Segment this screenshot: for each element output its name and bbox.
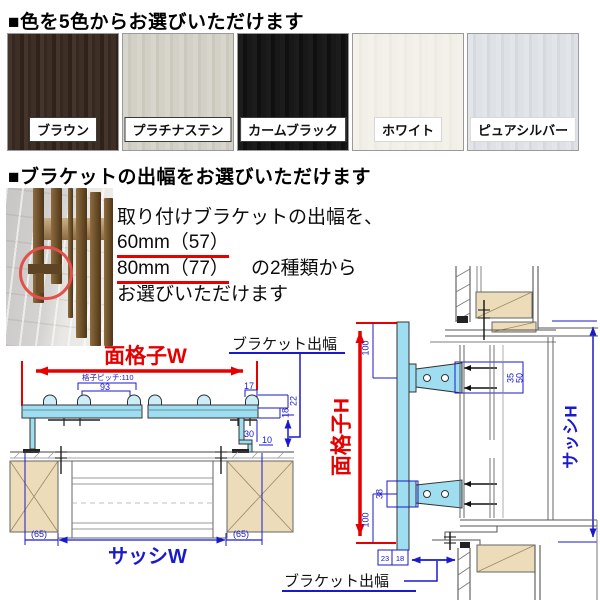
dim-30: 30 [244, 429, 254, 439]
swatch-white-label: ホワイト [373, 117, 443, 142]
red-circle-highlight [19, 246, 73, 300]
swatch-calm-black[interactable]: カームブラック [237, 33, 349, 151]
grille-height-title: 面格子H [330, 398, 354, 476]
dim-65-right: (65) [233, 529, 249, 539]
wall-face-lines [10, 451, 294, 459]
bracket-option-60-text: 60mm（57） [117, 227, 229, 258]
dim-22: 22 [288, 396, 298, 406]
sash-plan-section [9, 446, 294, 539]
grille-width-title: 面格子W [104, 344, 187, 368]
photo-grille-bar [33, 188, 44, 303]
dim-100-top: 100 [360, 340, 370, 355]
swatch-calm-black-label: カームブラック [240, 117, 346, 142]
swatch-platinum-stain[interactable]: プラチナステン [122, 33, 234, 151]
bracket-photo [6, 188, 113, 346]
color-swatch-row: ブラウン プラチナステン カームブラック ホワイト ピュアシルバー [7, 33, 579, 151]
sash-width-title: サッシW [108, 546, 187, 568]
lower-bracket [408, 479, 497, 509]
photo-grille-rail [36, 218, 113, 240]
bracket-intro-text: 取り付けブラケットの出幅を、 [117, 207, 384, 228]
bracket-option-60: 60mm（57） [117, 227, 229, 258]
dim-18-right: 18 [396, 554, 404, 563]
photo-grille-bar [104, 198, 113, 346]
upper-bracket [408, 362, 497, 394]
swatch-brown[interactable]: ブラウン [7, 33, 119, 151]
colors-section-heading: ■色を5色からお選びいただけます [8, 12, 305, 33]
bracket-section-heading: ■ブラケットの出幅をお選びいただけます [8, 167, 371, 188]
wall-structure-bottom [432, 519, 598, 600]
bracket-option-80: 80mm（77） の2種類から [117, 253, 357, 284]
bracket-suffix-text: の2種類から [250, 258, 357, 279]
swatch-pure-silver-label: ピュアシルバー [469, 117, 577, 142]
swatch-white[interactable]: ホワイト [352, 33, 464, 151]
dim-23: 23 [381, 554, 389, 563]
dim-18: 18 [280, 408, 290, 418]
dim-35: 35 [505, 373, 515, 383]
dim-93: 93 [100, 382, 110, 392]
swatch-pure-silver[interactable]: ピュアシルバー [467, 33, 579, 151]
installation-diagram: 面格子W 格子ピッチ:110 93 17 [9, 266, 598, 600]
bracket-depth-label-bottom: ブラケット出幅 [284, 572, 389, 590]
sash-width-dimension: (65) (65) サッシW [24, 453, 263, 568]
bracket-depth-label-top: ブラケット出幅 [232, 335, 337, 353]
bracket-outro-text: お選びいただけます [117, 284, 289, 305]
photo-grille-bar [76, 188, 87, 338]
dim-50: 50 [514, 373, 524, 383]
dim-17: 17 [244, 381, 254, 391]
plan-view-drawing: 面格子W 格子ピッチ:110 93 17 [9, 335, 345, 568]
photo-grille-bar [90, 192, 101, 346]
photo-grille-bar [68, 188, 73, 318]
mount-bracket-section [23, 417, 253, 453]
bracket-option-80-text: 80mm（77） [117, 253, 229, 284]
pitch-dimension-label: 格子ピッチ:110 [82, 372, 134, 382]
vertical-section-drawing: 面格子H 35 50 [282, 266, 598, 600]
dim-65-left: (65) [31, 529, 47, 539]
dim-100-bottom: 100 [360, 512, 370, 527]
wall-structure-top [430, 266, 598, 343]
grille-bar-section [396, 321, 410, 551]
swatch-platinum-stain-label: プラチナステン [124, 117, 232, 142]
sash-frame-verticals [459, 337, 554, 520]
sash-height-title: サッシH [561, 405, 580, 468]
grille-rail-section [21, 394, 259, 426]
photo-grille-bar [51, 188, 62, 284]
swatch-brown-label: ブラウン [28, 117, 98, 142]
dim-10: 10 [262, 435, 272, 445]
